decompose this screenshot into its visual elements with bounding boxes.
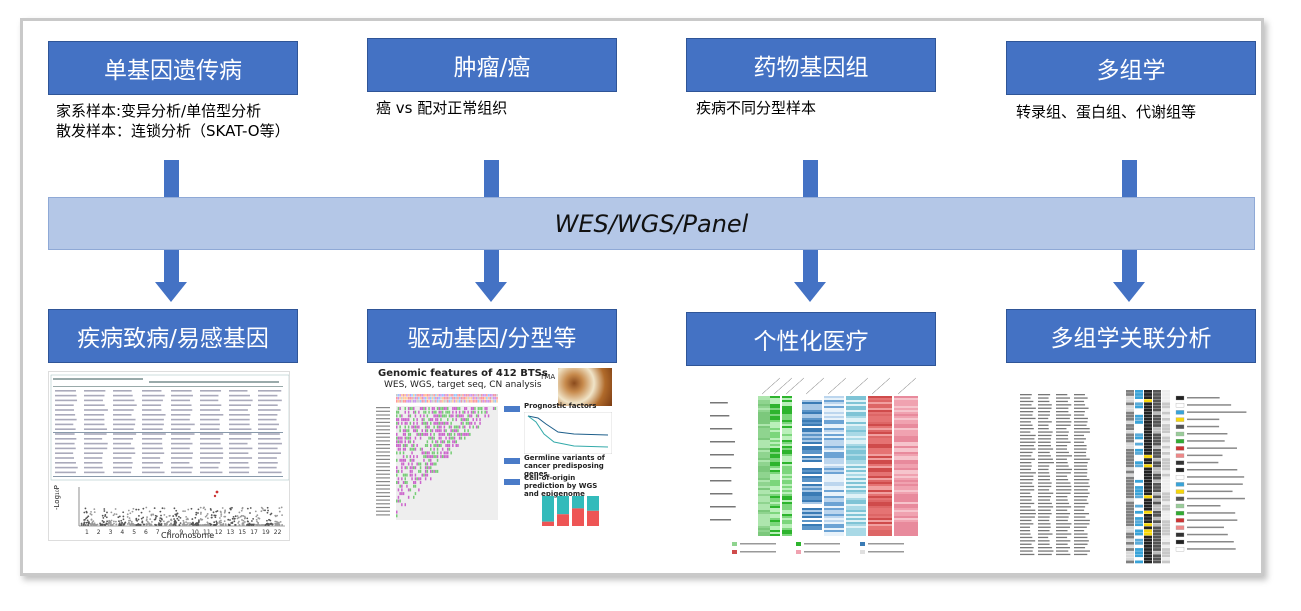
chromosome-tick: 8 [168, 529, 172, 536]
chromosome-tick: 15 [238, 529, 246, 536]
cell-of-origin-barplot [542, 496, 599, 526]
band-label: WES/WGS/Panel [554, 209, 749, 238]
top-box-label: 单基因遗传病 [104, 58, 242, 84]
arrow-head-4 [1113, 282, 1145, 302]
arrow-shaft-upper-3 [803, 160, 818, 197]
chromosome-tick: 2 [97, 529, 101, 536]
bottom-box-disease-genes: 疾病致病/易感基因 [48, 309, 298, 363]
arrow-head-3 [794, 282, 826, 302]
multiomics-table-image [1020, 390, 1247, 564]
oncoplot [376, 394, 498, 520]
top-box-label: 多组学 [1096, 58, 1166, 84]
chromosome-tick: 5 [132, 529, 136, 536]
note-monogenic-sporadic: 散发样本：连锁分析（SKAT-O等） [56, 122, 290, 140]
pharmacogenomic-heatmap [710, 377, 928, 554]
arrow-shaft-lower-4 [1122, 250, 1137, 282]
chromosome-tick: 7 [156, 529, 160, 536]
bottom-box-label: 个性化医疗 [753, 329, 869, 355]
arrow-cell-of-origin [504, 479, 520, 485]
chromosome-tick: 10 [191, 529, 199, 536]
bottom-box-label: 多组学关联分析 [1050, 326, 1212, 352]
chromosome-tick: 22 [274, 529, 282, 536]
arrow-head-2 [475, 282, 507, 302]
chromosome-tick: 11 [203, 529, 211, 536]
arrow-shaft-upper-4 [1122, 160, 1137, 197]
chromosome-tick: 6 [144, 529, 148, 536]
chromosome-tick: 3 [109, 529, 113, 536]
chromosome-tick: 12 [215, 529, 223, 536]
bottom-box-driver-genes: 驱动基因/分型等 [367, 309, 617, 363]
chromosome-tick: 13 [227, 529, 235, 536]
arrow-shaft-lower-3 [803, 250, 818, 282]
top-box-monogenic: 单基因遗传病 [48, 41, 298, 95]
top-box-pharmacogenomics: 药物基因组 [686, 38, 936, 92]
tma-label: TMA [540, 373, 556, 381]
top-box-multiomics: 多组学 [1006, 41, 1256, 95]
arrow-head-1 [155, 282, 187, 302]
arrow-shaft-lower-1 [164, 250, 179, 282]
thumbnail-multiomics-table [1016, 366, 1258, 566]
manhattan-ylabel: -Log₁₀P [53, 485, 61, 510]
chromosome-tick: 17 [250, 529, 258, 536]
arrow-shaft-upper-1 [164, 160, 179, 197]
genomic-title: Genomic features of 412 BTSs [378, 368, 548, 379]
item-cell-of-origin: Cell-of-origin prediction by WGS and epi… [524, 474, 598, 498]
chromosome-tick: 4 [120, 529, 124, 536]
arrow-shaft-lower-2 [484, 250, 499, 282]
bottom-box-label: 疾病致病/易感基因 [77, 326, 269, 352]
chromosome-tick: 19 [262, 529, 270, 536]
item-germline: Germline variants of cancer predisposing… [524, 454, 605, 478]
arrow-prognostic [504, 406, 520, 412]
tma-image [558, 368, 612, 406]
association-table-image [50, 374, 289, 481]
note-multiomics: 转录组、蛋白组、代谢组等 [1016, 103, 1197, 121]
thumbnail-genomic-features: Genomic features of 412 BTSs WES, WGS, t… [372, 366, 614, 532]
manhattan-xlabel: Chromosome [161, 531, 215, 540]
chromosome-tick: 9 [179, 529, 183, 536]
top-box-tumor: 肿瘤/癌 [367, 38, 617, 92]
arrow-germline [504, 458, 520, 464]
note-monogenic-family: 家系样本:变异分析/单倍型分析 [56, 102, 262, 120]
bottom-box-multiomics-association: 多组学关联分析 [1006, 309, 1256, 363]
thumbnail-heatmap [706, 368, 932, 564]
genomic-subtitle: WES, WGS, target seq, CN analysis [384, 380, 542, 390]
top-box-label: 肿瘤/癌 [453, 55, 531, 81]
arrow-shaft-upper-2 [484, 160, 499, 197]
note-pharmacogenomics: 疾病不同分型样本 [696, 99, 817, 117]
chromosome-tick: 1 [85, 529, 89, 536]
note-tumor: 癌 vs 配对正常组织 [376, 99, 508, 117]
survival-plot [524, 412, 612, 454]
top-box-label: 药物基因组 [753, 55, 869, 81]
item-prognostic: Prognostic factors [524, 402, 597, 410]
sequencing-band: WES/WGS/Panel [48, 197, 1255, 250]
bottom-box-label: 驱动基因/分型等 [407, 326, 577, 352]
bottom-box-personalized-medicine: 个性化医疗 [686, 312, 936, 366]
